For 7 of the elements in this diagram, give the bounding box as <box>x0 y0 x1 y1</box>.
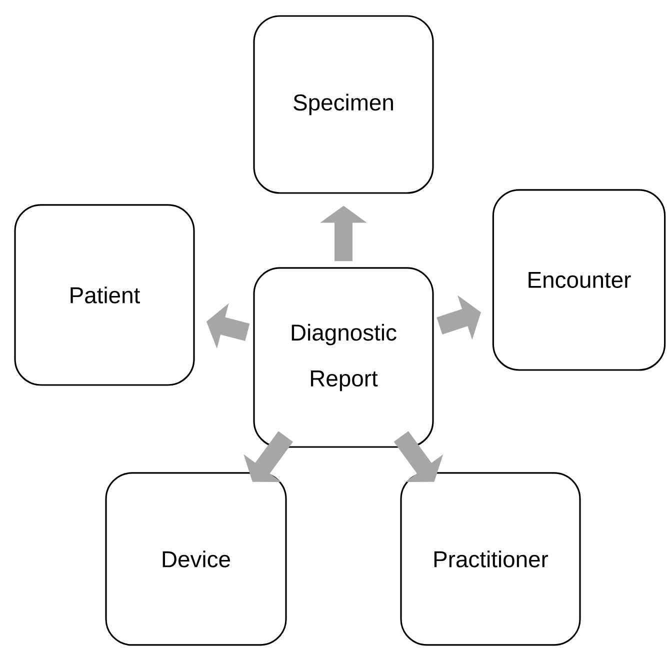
entity-box: Encounter <box>492 189 666 371</box>
entity-box: Practitioner <box>400 472 581 646</box>
entity-box: Specimen <box>253 15 434 194</box>
block-arrow <box>394 431 444 482</box>
entity-box: Diagnostic Report <box>253 267 434 448</box>
entity-box: Patient <box>14 204 195 386</box>
entity-box: Device <box>105 472 287 646</box>
